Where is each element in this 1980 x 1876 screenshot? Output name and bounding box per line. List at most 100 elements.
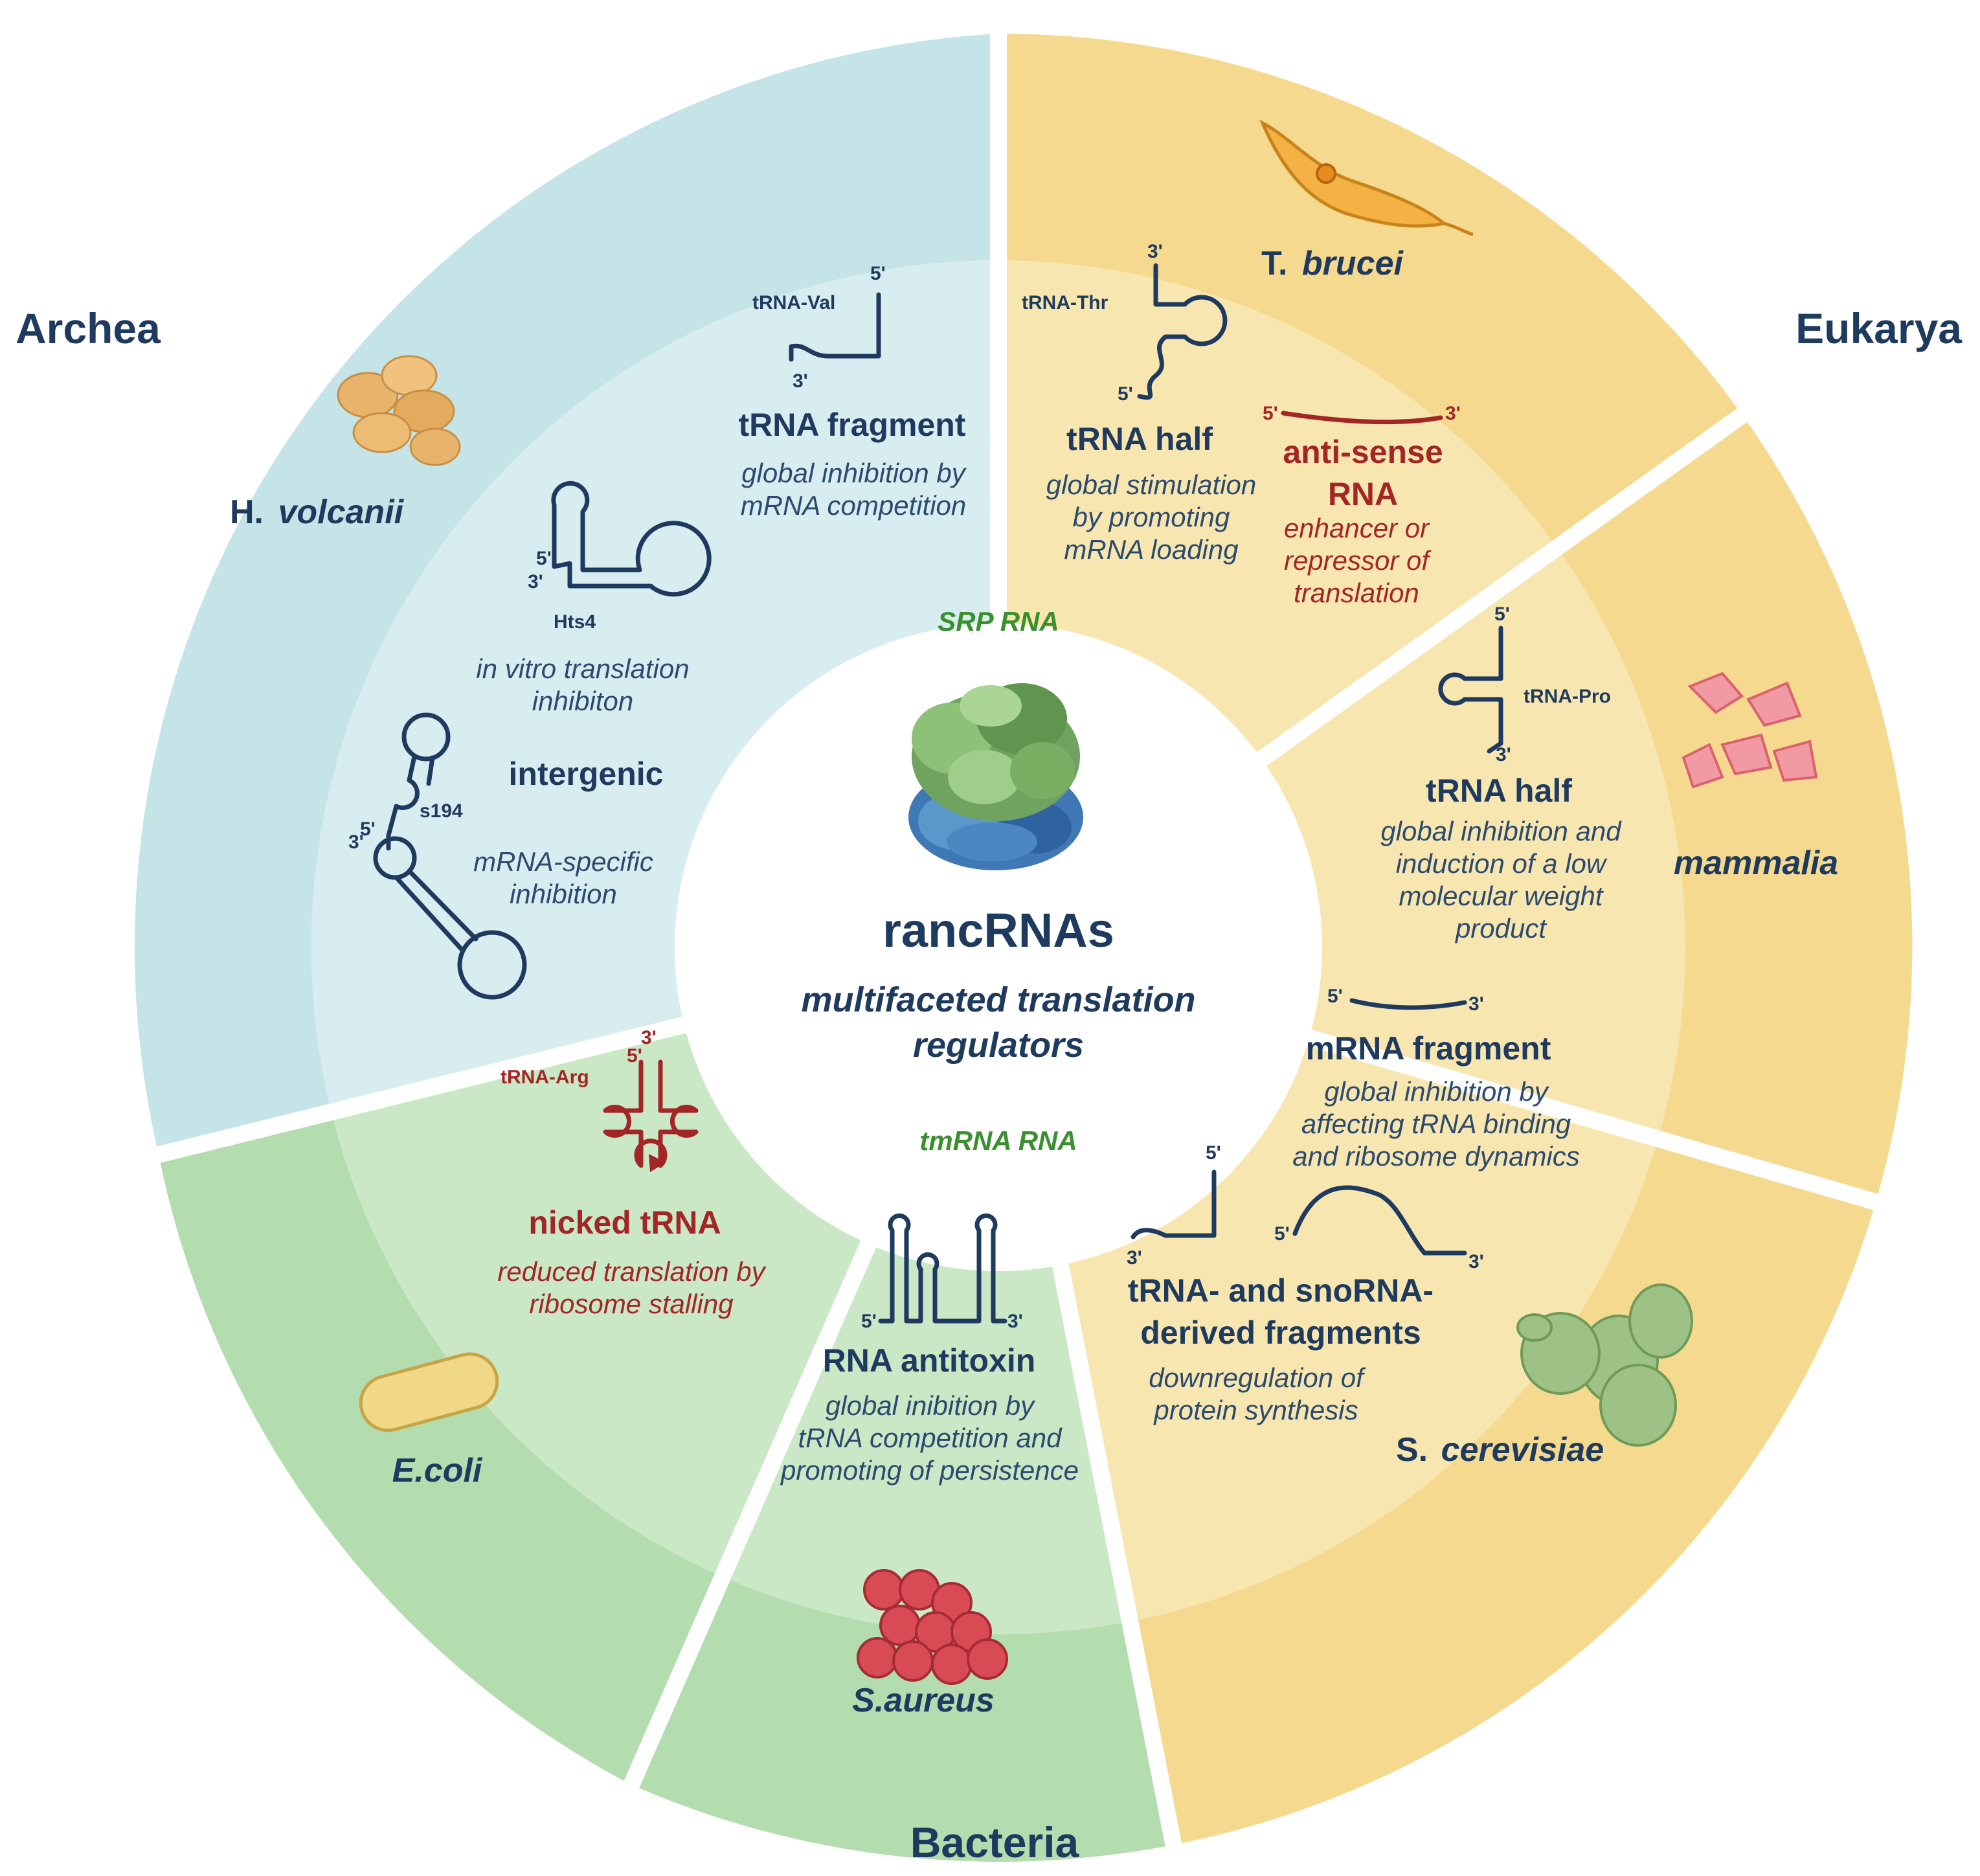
trna-val-five-prime: 5' [870, 263, 886, 284]
organism-mammalia: mammalia [1674, 844, 1838, 882]
organism-s-cerevisiae: S. cerevisiae [1396, 1431, 1604, 1469]
domain-label-eukarya: Eukarya [1795, 304, 1963, 352]
hts4-item: 5' 3' Hts4 in vitro translation inhibito… [476, 480, 712, 716]
trna-thr-tag: tRNA-Thr [1022, 292, 1108, 313]
sno-five-prime-a: 5' [1206, 1142, 1221, 1164]
trna-pro-desc-1: global inhibition and [1380, 816, 1622, 846]
hts4-tag: Hts4 [554, 611, 596, 633]
antisense-strand [1281, 411, 1443, 425]
nick-marker [649, 1154, 666, 1172]
trna-thr-strand [1137, 263, 1228, 400]
sno-desc-2: protein synthesis [1153, 1395, 1358, 1425]
organism-e-coli: E.coli [392, 1452, 483, 1489]
domain-label-bacteria: Bacteria [910, 1818, 1080, 1866]
trna-thr-item: tRNA-Thr 3' 5' tRNA half global stimulat… [1022, 241, 1256, 565]
s194-desc-1: mRNA-specific [473, 846, 653, 877]
trna-thr-desc-2: by promoting [1073, 502, 1230, 532]
haloferax-cells-icon [337, 355, 461, 466]
trna-val-heading: tRNA fragment [739, 407, 966, 443]
sno-desc-1: downregulation of [1149, 1362, 1366, 1393]
antisense-five-prime: 5' [1263, 403, 1278, 424]
antisense-desc-1: enhancer or [1284, 513, 1430, 543]
mrna-fragment-item: 5' 3' mRNA fragment global inhibition by… [1292, 986, 1580, 1171]
trna-pro-heading: tRNA half [1426, 773, 1572, 809]
trna-thr-three-prime: 3' [1147, 241, 1163, 262]
antisense-desc-3: translation [1294, 578, 1419, 608]
center-subtitle-line1: multifaceted translation [801, 980, 1195, 1019]
ribosome-icon [908, 683, 1083, 870]
trna-pro-tag: tRNA-Pro [1524, 686, 1611, 707]
trna-pro-five-prime: 5' [1494, 604, 1510, 625]
trna-pro-desc-2: induction of a low [1396, 848, 1608, 879]
trypanosome-icon [1259, 119, 1474, 236]
antisense-item: 5' 3' anti-sense RNA enhancer or repress… [1263, 403, 1461, 608]
trna-derived-strand [1131, 1170, 1217, 1239]
trna-val-desc-1: global inhibition by [741, 458, 967, 488]
trna-val-three-prime: 3' [793, 370, 808, 392]
trna-val-strand [789, 292, 881, 362]
organism-h-volcanii: H. volcanii [230, 493, 405, 531]
trna-thr-five-prime: 5' [1118, 383, 1133, 405]
mrna-fragment-strand [1349, 998, 1467, 1010]
antitoxin-desc-3: promoting of persistence [780, 1455, 1079, 1486]
ecoli-cell-icon [359, 1352, 499, 1432]
antitoxin-five-prime: 5' [861, 1311, 877, 1332]
hts4-structure [551, 480, 712, 597]
antitoxin-item: 5' 3' RNA antitoxin global inibition by … [780, 1213, 1079, 1486]
sno-three-prime-a: 3' [1127, 1247, 1142, 1269]
staphylococcus-cells-icon [857, 1569, 1008, 1685]
mammalian-cells-icon [1682, 672, 1818, 789]
sno-heading-2: derived fragments [1140, 1315, 1421, 1351]
s194-tag: s194 [420, 800, 463, 822]
hts4-three-prime: 3' [528, 571, 543, 593]
snorna-derived-strand [1292, 1185, 1467, 1256]
trna-val-desc-2: mRNA competition [741, 490, 967, 521]
nicked-trna-three-prime: 3' [641, 1027, 657, 1048]
sno-heading-1: tRNA- and snoRNA- [1128, 1272, 1434, 1309]
sno-five-prime-b: 5' [1274, 1223, 1290, 1245]
trna-pro-item: 5' 3' tRNA-Pro tRNA half global inhibiti… [1380, 604, 1622, 944]
nicked-trna-heading: nicked tRNA [528, 1204, 721, 1241]
tmrna-rna-label: tmRNA RNA [919, 1125, 1077, 1156]
antitoxin-desc-1: global inibition by [826, 1390, 1036, 1421]
antisense-desc-2: repressor of [1284, 545, 1432, 576]
hts4-five-prime: 5' [536, 548, 552, 569]
mrna-fragment-desc-3: and ribosome dynamics [1292, 1141, 1580, 1171]
s194-heading: intergenic [509, 756, 664, 792]
antitoxin-desc-2: tRNA competition and [798, 1423, 1063, 1453]
mrna-fragment-three-prime: 3' [1468, 993, 1484, 1015]
nicked-trna-structure [603, 1059, 699, 1168]
s194-item: 5' 3' s194 intergenic mRNA-specific inhi… [348, 712, 664, 1000]
sno-fragments-item: 5' 3' 5' 3' tRNA- and snoRNA- derived fr… [1127, 1142, 1484, 1425]
antisense-heading-1: anti-sense [1283, 434, 1443, 470]
nicked-trna-tag: tRNA-Arg [501, 1067, 589, 1088]
trna-pro-strand [1438, 626, 1503, 754]
hts4-desc-2: inhibiton [532, 686, 633, 716]
center-circle [675, 624, 1322, 1271]
s194-five-prime: 5' [360, 819, 376, 840]
trna-thr-desc-1: global stimulation [1046, 469, 1257, 500]
antisense-three-prime: 3' [1445, 403, 1461, 424]
organism-t-brucei: T. brucei [1261, 245, 1404, 282]
center-subtitle-line2: regulators [913, 1026, 1084, 1065]
trna-pro-desc-4: product [1454, 913, 1547, 944]
sno-three-prime-b: 3' [1468, 1251, 1484, 1272]
srp-rna-label: SRP RNA [938, 606, 1059, 637]
yeast-cells-icon [1516, 1283, 1693, 1447]
trna-pro-three-prime: 3' [1496, 744, 1511, 765]
trna-thr-heading: tRNA half [1066, 421, 1213, 457]
nicked-trna-item: tRNA-Arg 3' 5' nicked tRNA reduced trans… [497, 1027, 767, 1319]
mrna-fragment-desc-1: global inhibition by [1324, 1076, 1550, 1107]
mrna-fragment-five-prime: 5' [1327, 986, 1343, 1007]
organism-s-aureus: S.aureus [852, 1682, 995, 1719]
antitoxin-structure [878, 1213, 1007, 1324]
nicked-trna-five-prime: 5' [627, 1045, 642, 1067]
trna-pro-desc-3: molecular weight [1399, 881, 1604, 911]
mrna-fragment-desc-2: affecting tRNA binding [1301, 1109, 1571, 1139]
s194-desc-2: inhibition [510, 879, 617, 909]
mrna-fragment-heading: mRNA fragment [1306, 1030, 1551, 1067]
trna-val-tag: tRNA-Val [752, 292, 835, 313]
nicked-trna-desc-2: ribosome stalling [529, 1289, 733, 1319]
hts4-desc-1: in vitro translation [476, 653, 689, 684]
